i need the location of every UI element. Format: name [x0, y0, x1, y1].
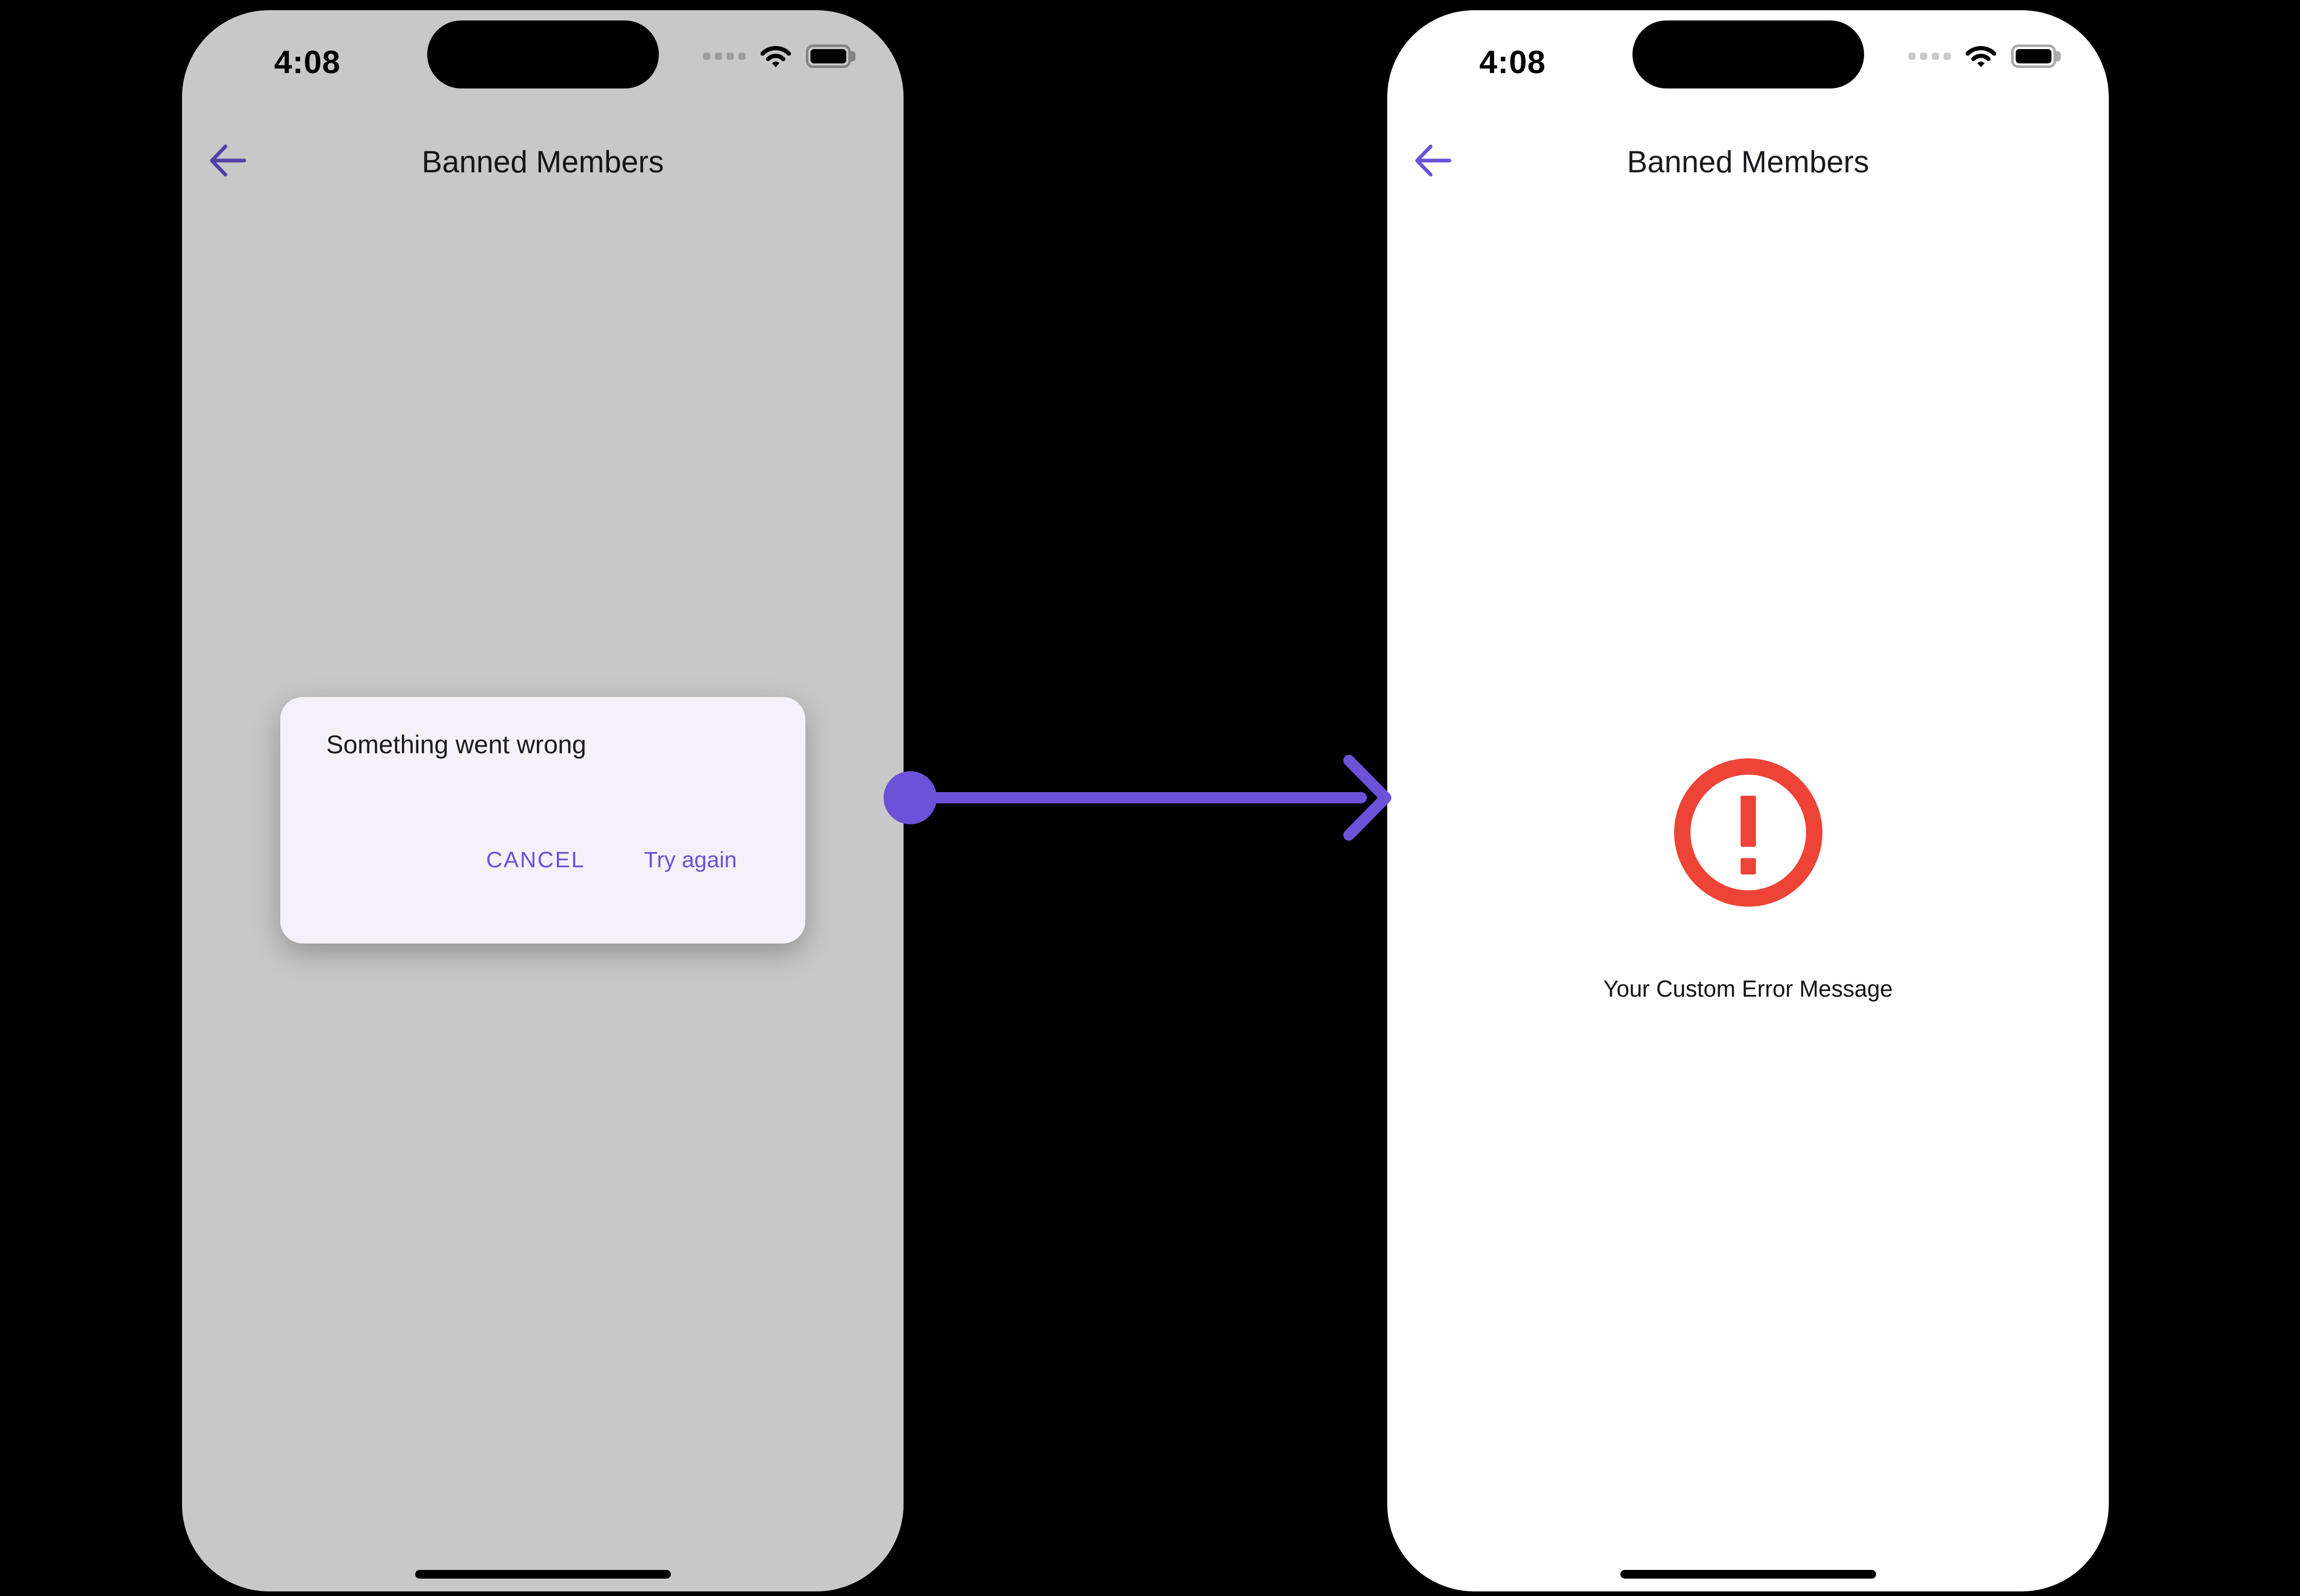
dialog-actions: CANCEL Try again [486, 847, 737, 873]
cellular-dot [727, 53, 734, 60]
cellular-dot [1932, 53, 1939, 60]
back-button[interactable] [1411, 138, 1456, 183]
flow-connector-arrow [881, 751, 1397, 845]
cellular-dot [1944, 53, 1951, 60]
back-arrow-icon [210, 144, 246, 177]
cellular-dots-icon [703, 53, 746, 60]
nav-header: Banned Members [182, 10, 904, 225]
page-title: Banned Members [421, 145, 664, 179]
error-circle-icon [1674, 758, 1822, 907]
try-again-button[interactable]: Try again [644, 847, 737, 872]
dynamic-island [427, 20, 659, 88]
battery-fill [810, 49, 846, 63]
wifi-icon [1966, 46, 1996, 68]
cellular-dot [703, 53, 710, 60]
status-time: 4:08 [274, 44, 341, 80]
cellular-dots-icon [1908, 53, 1951, 60]
left-phone-screen: 4:08 Banned Member [182, 10, 904, 1591]
battery-nub [851, 51, 855, 61]
status-bar: 4:08 [1387, 10, 2109, 123]
status-icons [703, 38, 855, 74]
nav-header: Banned Members [1387, 10, 2109, 225]
wifi-icon [760, 46, 791, 68]
dialog-title: Something went wrong [326, 730, 587, 759]
back-button[interactable] [206, 138, 251, 183]
back-arrow-icon [1415, 144, 1452, 177]
arrowhead-icon [1343, 755, 1391, 841]
battery-fill [2016, 49, 2051, 63]
cellular-dot [1920, 53, 1927, 60]
cellular-dot [738, 53, 746, 60]
cellular-dot [715, 53, 722, 60]
battery-icon [2011, 44, 2061, 68]
home-indicator[interactable] [1620, 1570, 1876, 1579]
battery-nub [2056, 51, 2061, 61]
status-time: 4:08 [1479, 44, 1546, 80]
right-phone-screen: 4:08 Banned Member [1387, 10, 2109, 1591]
cancel-button[interactable]: CANCEL [486, 847, 585, 872]
home-indicator[interactable] [415, 1570, 671, 1579]
battery-icon [806, 44, 855, 68]
error-message: Your Custom Error Message [1603, 976, 1893, 1002]
page-title: Banned Members [1627, 145, 1869, 179]
dynamic-island [1632, 20, 1864, 88]
status-icons [1908, 38, 2061, 74]
status-bar: 4:08 [182, 10, 904, 123]
error-dialog: Something went wrong CANCEL Try again [280, 697, 805, 943]
cellular-dot [1908, 53, 1915, 60]
